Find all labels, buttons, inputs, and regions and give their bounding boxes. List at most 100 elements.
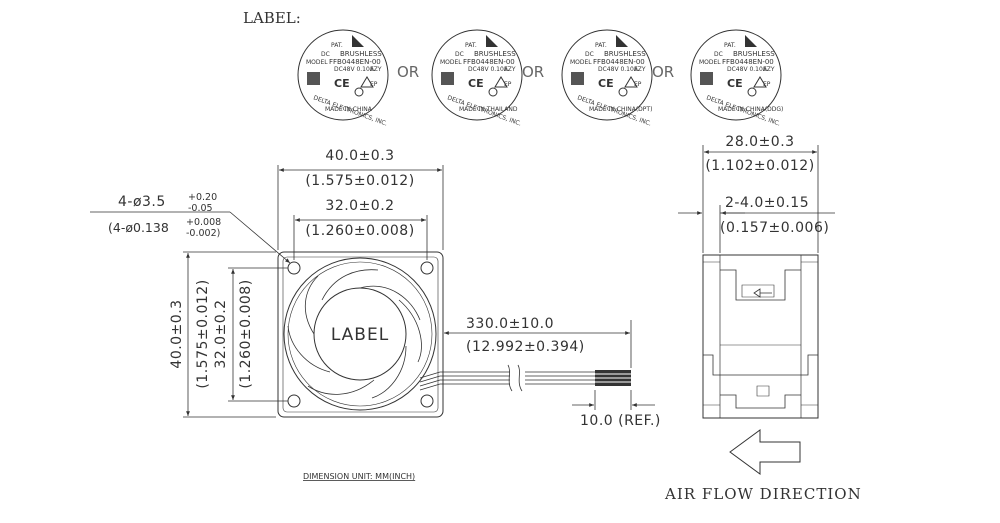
ce-mark: CE — [334, 77, 350, 90]
or-separator-3: OR — [652, 63, 674, 81]
side-view — [703, 255, 818, 418]
ul-mark-icon — [619, 88, 627, 96]
brushless-text: BRUSHLESS — [733, 50, 775, 58]
or-separator-1: OR — [397, 63, 419, 81]
outer-height-mm: 40.0±0.3 — [169, 299, 185, 368]
pat-text: PAT. — [724, 42, 736, 49]
warning-icon — [625, 77, 637, 87]
mount-hole-br — [421, 395, 433, 407]
ep-text: EP — [763, 81, 771, 88]
mount-hole-bl — [288, 395, 300, 407]
front-view — [278, 252, 443, 417]
air-flow-arrow-icon — [730, 430, 800, 474]
pat-text: PAT. — [465, 42, 477, 49]
qr-code-icon — [441, 72, 454, 85]
ezy-text: EZY — [634, 66, 646, 73]
air-flow-direction-label: AIR FLOW DIRECTION — [664, 485, 862, 503]
ep-text: EP — [504, 81, 512, 88]
fan-hub — [314, 288, 406, 380]
label-disc-1: PAT. DC BRUSHLESS MODEL FFB0448EN-00 DC4… — [298, 30, 388, 128]
model-key-text: MODEL — [306, 59, 328, 66]
hole-pitch-v-inch: (1.260±0.008) — [238, 279, 254, 388]
lead-length-mm: 330.0±10.0 — [466, 316, 554, 332]
qr-code-icon — [307, 72, 320, 85]
pat-text: PAT. — [331, 42, 343, 49]
qr-code-icon — [700, 72, 713, 85]
dc-text: DC — [714, 51, 723, 58]
pat-text: PAT. — [595, 42, 607, 49]
rating-text: DC48V 0.10A — [727, 66, 768, 73]
fan-blades — [288, 270, 421, 398]
model-key-text: MODEL — [699, 59, 721, 66]
rating-text: DC48V 0.10A — [468, 66, 509, 73]
label-section-title: LABEL: — [243, 9, 301, 27]
ezy-text: EZY — [504, 66, 516, 73]
hole-size-mm-tol-plus: +0.20 — [188, 192, 217, 203]
strip-length: 10.0 (REF.) — [580, 413, 661, 429]
label-disc-4: PAT. DC BRUSHLESS MODEL FFB0448EN-00 DC4… — [691, 30, 783, 128]
dim-lead-length — [443, 320, 631, 368]
delta-logo-icon — [352, 35, 364, 47]
dc-text: DC — [321, 51, 330, 58]
delta-logo-icon — [486, 35, 498, 47]
dimension-unit-note: DIMENSION UNIT: MM(INCH) — [303, 472, 415, 481]
origin-text: MADE IN CHINA(DPT) — [589, 106, 652, 113]
brushless-text: BRUSHLESS — [474, 50, 516, 58]
hole-size-inch-tol-plus: +0.008 — [186, 217, 221, 228]
label-disc-3: PAT. DC BRUSHLESS MODEL FFB0448EN-00 DC4… — [562, 30, 652, 128]
dim-flange — [678, 205, 835, 253]
dim-outer-height — [183, 252, 276, 417]
rating-text: DC48V 0.10A — [598, 66, 639, 73]
flange-inch: (0.157±0.006) — [720, 220, 829, 236]
fan-shroud — [284, 258, 436, 410]
lead-wires — [420, 365, 595, 391]
dim-hole-pitch-v — [228, 268, 288, 401]
warning-icon — [495, 77, 507, 87]
delta-logo-icon — [745, 35, 757, 47]
delta-logo-icon — [616, 35, 628, 47]
ep-text: EP — [370, 81, 378, 88]
dim-depth — [703, 145, 818, 253]
label-disc-2: PAT. DC BRUSHLESS MODEL FFB0448EN-00 DC4… — [432, 30, 522, 128]
qr-code-icon — [571, 72, 584, 85]
warning-icon — [754, 77, 766, 87]
outer-height-inch: (1.575±0.012) — [195, 279, 211, 388]
model-text: FFB0448EN-00 — [722, 58, 774, 66]
lead-length-inch: (12.992±0.394) — [466, 339, 585, 355]
hole-pitch-mm: 32.0±0.2 — [325, 198, 394, 214]
model-text: FFB0448EN-00 — [463, 58, 515, 66]
depth-mm: 28.0±0.3 — [725, 134, 794, 150]
dim-strip-length — [572, 390, 655, 410]
dc-text: DC — [455, 51, 464, 58]
flange-mm: 2-4.0±0.15 — [725, 195, 809, 211]
hole-pitch-inch: (1.260±0.008) — [305, 223, 414, 239]
dim-outer-width — [278, 165, 443, 250]
ezy-text: EZY — [763, 66, 775, 73]
brushless-text: BRUSHLESS — [340, 50, 382, 58]
ce-mark: CE — [468, 77, 484, 90]
mount-hole-tl — [288, 262, 300, 274]
hub-label: LABEL — [331, 325, 389, 345]
fan-side-outline — [703, 255, 818, 418]
dc-text: DC — [585, 51, 594, 58]
ul-mark-icon — [489, 88, 497, 96]
depth-inch: (1.102±0.012) — [705, 158, 814, 174]
small-arrow-icon — [754, 289, 772, 297]
ezy-text: EZY — [370, 66, 382, 73]
hole-size-inch: (4-ø0.138 — [108, 220, 169, 235]
ep-text: EP — [634, 81, 642, 88]
or-separator-2: OR — [522, 63, 544, 81]
hole-size-inch-tol-minus: -0.002) — [186, 228, 220, 239]
model-text: FFB0448EN-00 — [329, 58, 381, 66]
model-key-text: MODEL — [440, 59, 462, 66]
hole-pitch-v-mm: 32.0±0.2 — [213, 299, 229, 368]
outer-width-inch: (1.575±0.012) — [305, 173, 414, 189]
model-text: FFB0448EN-00 — [593, 58, 645, 66]
fan-frame-inner — [283, 257, 438, 412]
origin-text: MADE IN CHINA(DDG) — [718, 106, 783, 113]
warning-icon — [361, 77, 373, 87]
hole-callout-leader — [90, 212, 290, 263]
ce-mark: CE — [727, 77, 743, 90]
origin-text: MADE IN CHINA — [325, 106, 373, 113]
rating-text: DC48V 0.10A — [334, 66, 375, 73]
